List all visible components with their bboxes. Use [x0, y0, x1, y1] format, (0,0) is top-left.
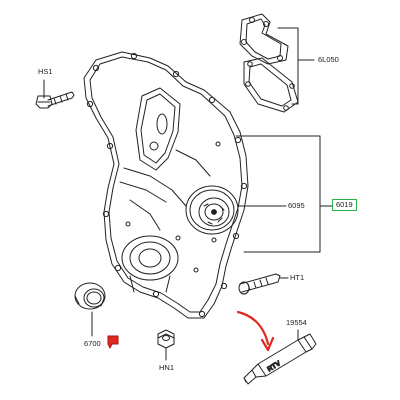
nut-hn1: [157, 329, 175, 349]
label-6019-highlighted[interactable]: 6019: [332, 199, 357, 211]
leader-6l050: [277, 27, 315, 105]
label-19554: 19554: [286, 318, 307, 327]
stud-ht1: [238, 273, 281, 295]
bolt-hs1: [35, 91, 75, 109]
lower-gasket: [243, 57, 299, 113]
leader-6019: [235, 135, 333, 253]
label-6l050: 6L050: [318, 55, 339, 64]
label-hs1: HS1: [38, 67, 53, 76]
label-6700: 6700: [84, 339, 101, 348]
red-clip: [107, 335, 119, 349]
label-6095: 6095: [288, 201, 305, 210]
label-ht1: HT1: [290, 273, 305, 282]
sealant-tube: [243, 333, 317, 385]
pointer-arrow: [236, 310, 270, 346]
timing-cover: [83, 51, 249, 319]
drive-pulley: [185, 185, 239, 235]
upper-gasket: [239, 13, 289, 65]
oil-seal: [74, 282, 106, 310]
label-hn1: HN1: [159, 363, 175, 372]
